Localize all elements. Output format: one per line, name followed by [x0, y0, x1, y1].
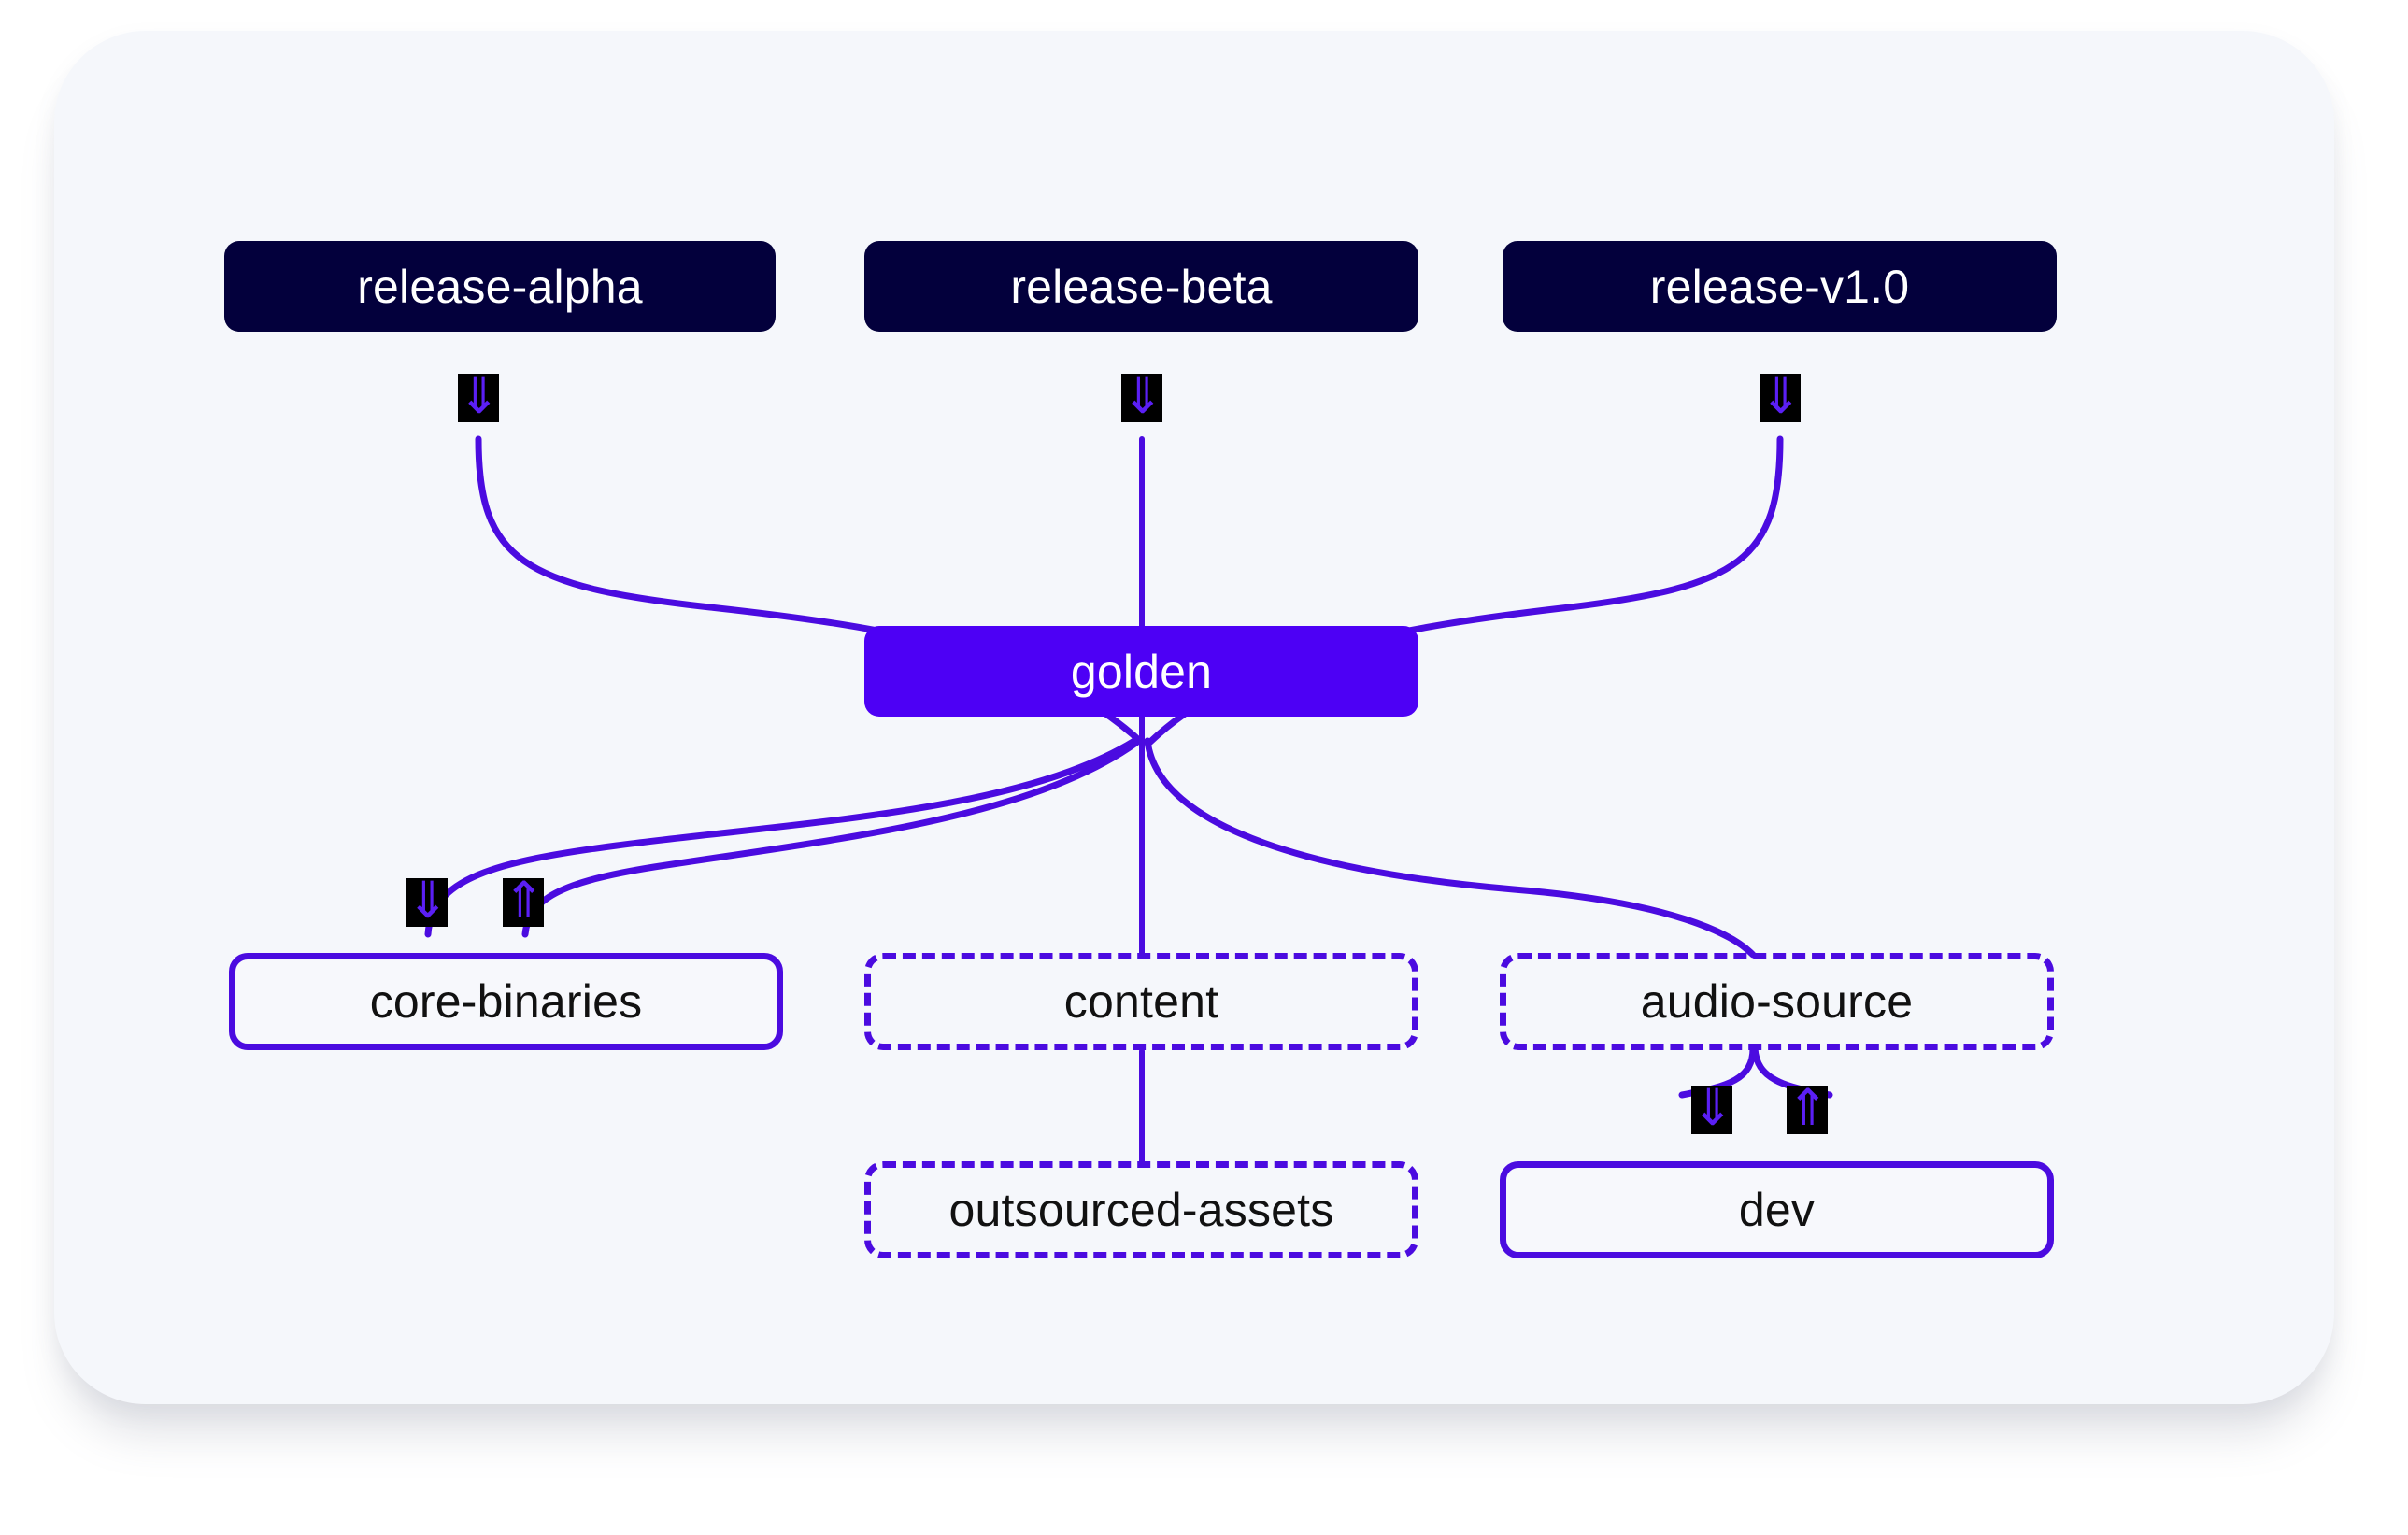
- node-audio-source[interactable]: audio-source: [1500, 953, 2054, 1050]
- node-label-release-alpha: release-alpha: [357, 260, 643, 313]
- node-release-alpha[interactable]: release-alpha: [224, 241, 776, 332]
- node-release-v1[interactable]: release-v1.0: [1503, 241, 2057, 332]
- node-dev[interactable]: dev: [1500, 1161, 2054, 1258]
- arrow-down-icon: ⇓: [1691, 1086, 1732, 1134]
- node-label-release-beta: release-beta: [1010, 260, 1273, 313]
- node-core-binaries[interactable]: core-binaries: [229, 953, 783, 1050]
- node-label-dev: dev: [1738, 1184, 1816, 1236]
- node-label-audio-source: audio-source: [1640, 975, 1914, 1028]
- node-golden[interactable]: golden: [864, 626, 1418, 717]
- node-release-beta[interactable]: release-beta: [864, 241, 1418, 332]
- arrow-up-icon: ⇑: [503, 878, 544, 927]
- arrow-down-icon: ⇓: [1760, 374, 1801, 422]
- arrow-down-icon: ⇓: [406, 878, 448, 927]
- arrow-up-icon: ⇑: [1787, 1086, 1828, 1134]
- node-content[interactable]: content: [864, 953, 1418, 1050]
- node-outsourced-assets[interactable]: outsourced-assets: [864, 1161, 1418, 1258]
- arrow-down-icon: ⇓: [458, 374, 499, 422]
- arrow-down-icon: ⇓: [1121, 374, 1162, 422]
- node-label-outsourced-assets: outsourced-assets: [948, 1184, 1334, 1236]
- node-label-release-v1: release-v1.0: [1649, 260, 1910, 313]
- node-label-golden: golden: [1070, 645, 1213, 698]
- node-label-core-binaries: core-binaries: [369, 975, 643, 1028]
- node-label-content: content: [1063, 975, 1219, 1028]
